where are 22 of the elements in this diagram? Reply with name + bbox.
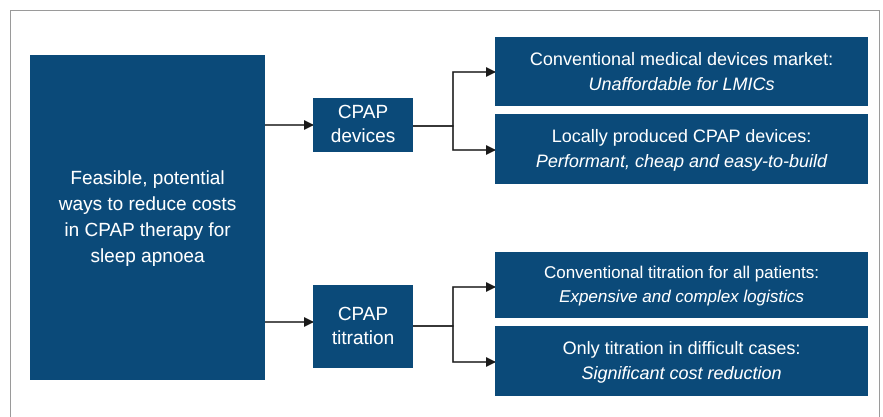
box-heading: CPAP titration <box>330 302 396 350</box>
box-heading: CPAP devices <box>330 101 396 149</box>
arrow <box>265 120 314 130</box>
box-note: Performant, cheap and easy-to-build <box>536 150 828 173</box>
box-note: Unaffordable for LMICs <box>588 72 775 96</box>
box-note: Significant cost reduction <box>581 362 782 385</box>
process-box <box>495 37 868 106</box>
box-heading: Locally produced CPAP devices: <box>552 125 812 148</box>
box-note: Expensive and complex logistics <box>559 286 804 308</box>
arrow <box>413 125 496 155</box>
process-box <box>495 252 868 318</box>
process-box <box>313 285 413 368</box>
process-box <box>495 326 868 396</box>
box-heading: Only titration in difficult cases: <box>562 337 800 360</box>
process-box <box>313 98 413 152</box>
box-heading: Conventional titration for all patients: <box>544 262 819 284</box>
arrow <box>265 317 314 327</box>
arrow <box>413 325 496 367</box>
process-box <box>30 55 265 380</box>
box-heading: Feasible, potential ways to reduce costs in CPAP therapy for sleep apnoea <box>58 166 238 268</box>
process-box <box>495 114 868 184</box>
box-heading: Conventional medical devices market: <box>530 48 834 70</box>
